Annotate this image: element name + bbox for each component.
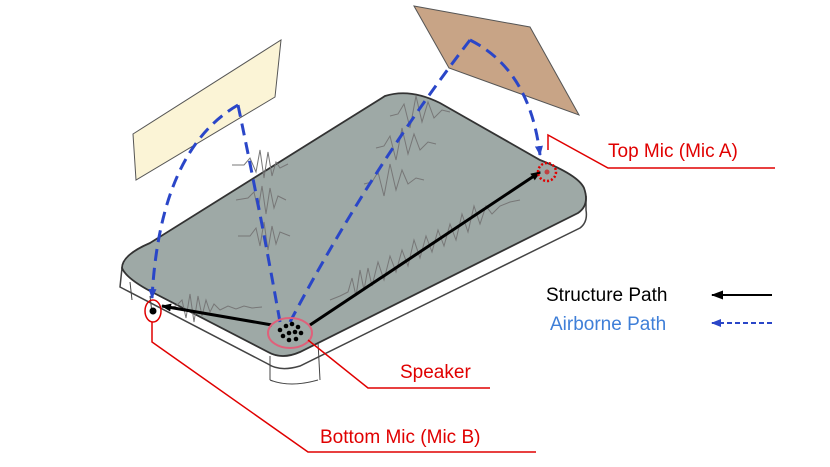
- top-mic-callout-line: [547, 133, 775, 169]
- legend-structure-path-label: Structure Path: [546, 285, 667, 306]
- airborne-path-right-up: [288, 39, 472, 323]
- structure-paths: [161, 170, 541, 327]
- right-reflector-panel: [413, 5, 581, 116]
- phone-screen: [121, 92, 587, 357]
- bottom-mic-callout-line: [151, 322, 536, 453]
- legend: Structure Path Airborne Path: [546, 285, 772, 335]
- airborne-paths: [148, 38, 543, 323]
- waveform-bottom: [167, 293, 263, 323]
- speaker-callout-line: [307, 339, 490, 389]
- speaker-grille-icon: [267, 317, 313, 349]
- callout-lines: [151, 133, 775, 453]
- top-mic-label: Top Mic (Mic A): [608, 141, 738, 162]
- mic-hole-icon: [144, 299, 162, 323]
- airborne-path-left-up: [236, 104, 282, 323]
- speaker-label: Speaker: [400, 362, 471, 383]
- legend-airborne-path-label: Airborne Path: [550, 314, 666, 335]
- left-reflector-panel: [132, 39, 282, 181]
- airborne-path-right-down: [469, 38, 543, 156]
- airborne-path-left-down: [148, 103, 239, 299]
- structure-path-to-top-mic: [309, 170, 541, 327]
- dotted-circle-mic-icon: [536, 161, 558, 183]
- bottom-mic-label: Bottom Mic (Mic B): [320, 427, 480, 448]
- waveforms: [167, 95, 521, 323]
- structure-path-to-bottom-mic: [161, 303, 273, 327]
- waveform-diagonal: [329, 199, 521, 301]
- waveform-left-arc: [232, 149, 291, 251]
